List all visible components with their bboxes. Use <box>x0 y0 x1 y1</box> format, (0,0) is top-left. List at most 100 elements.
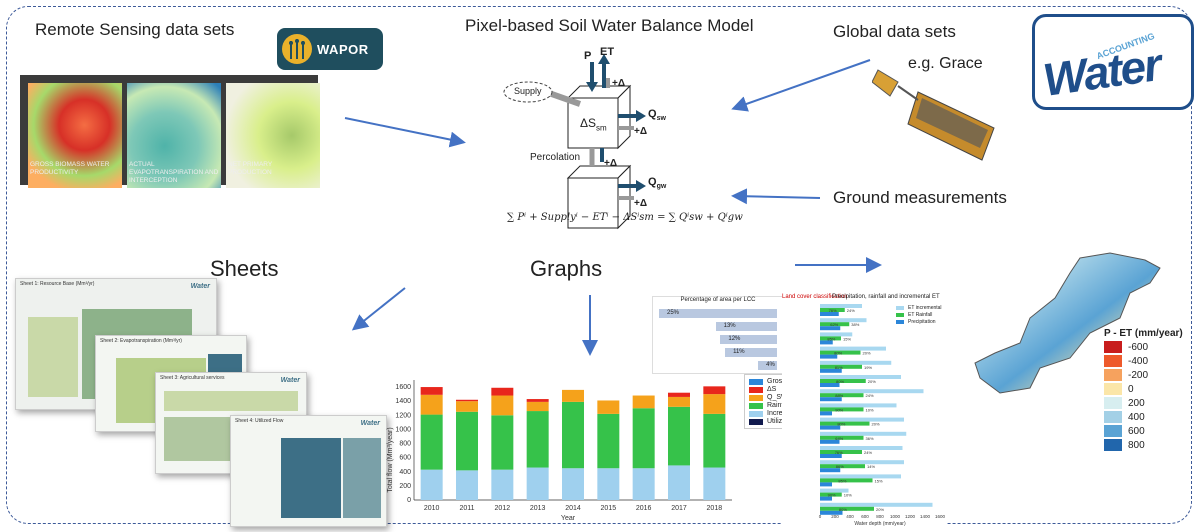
pct-label: 80% <box>836 379 844 384</box>
stacked-bar-segment <box>703 386 726 395</box>
wheat-icon <box>282 34 312 64</box>
sheet-3-logo: Water <box>280 377 300 384</box>
pct-label: 15% <box>843 336 851 341</box>
map-legend-label: -200 <box>1128 369 1149 381</box>
precip-bar <box>820 488 849 493</box>
hbar-legend-swatch <box>896 320 904 324</box>
qgw-subscript: gw <box>656 183 667 191</box>
x-tick-label: 2012 <box>495 505 511 512</box>
y-tick-label: 600 <box>399 455 411 462</box>
map-legend-item: -400 <box>1104 355 1183 367</box>
sheet-4-logo: Water <box>360 420 380 427</box>
precip-et-chart: Land cover classification Precipitation,… <box>782 292 946 528</box>
hbar-legend-label: Precipitation <box>908 319 936 325</box>
pct-label: 14% <box>867 464 875 469</box>
lcc-bar <box>720 335 777 344</box>
precip-bar <box>820 304 862 308</box>
stacked-bar-segment <box>562 468 584 500</box>
hbar-x-tick: 800 <box>876 514 884 519</box>
evapotranspiration-thumbnail <box>127 83 221 188</box>
grace-label: e.g. Grace <box>908 55 983 72</box>
remote-sensing-panel: GROSS BIOMASS WATER PRODUCTIVITY ACTUAL … <box>20 75 320 188</box>
y-tick-label: 1400 <box>395 398 411 405</box>
stacked-bar-segment <box>632 395 655 409</box>
hbar-x-tick: 1200 <box>905 514 916 519</box>
stacked-bar-segment <box>491 387 514 396</box>
et-rain-bar <box>820 393 864 398</box>
pct-label: 20% <box>863 351 871 356</box>
storage-subscript: sm <box>596 123 607 133</box>
legend-item: ΔS <box>749 386 814 393</box>
biomass-thumbnail <box>28 83 122 188</box>
et-inc-bar <box>820 326 841 331</box>
lcc-bar-value: 11% <box>733 349 745 355</box>
stacked-bar-segment <box>562 389 584 402</box>
qgw-symbol: Q <box>648 176 657 188</box>
y-tick-label: 1600 <box>395 384 411 391</box>
et-inc-bar <box>820 411 832 416</box>
storage-symbol: ΔS <box>580 116 597 130</box>
precip-bar <box>820 332 853 337</box>
hbar-legend-item: ET Rainfall <box>896 312 942 318</box>
legend-swatch <box>749 394 763 401</box>
hbar-x-tick: 400 <box>846 514 854 519</box>
pct-label: 80% <box>839 507 847 512</box>
lcc-bar <box>758 361 777 370</box>
map-legend-label: 800 <box>1128 439 1145 451</box>
et-rain-bar <box>820 506 874 511</box>
lcc-bar-value: 25% <box>667 310 680 316</box>
et-inc-bar <box>820 340 833 345</box>
hbar-legend-item: Precipitation <box>896 319 942 325</box>
remote-sensing-heading: Remote Sensing data sets <box>35 20 235 39</box>
map-legend-swatch <box>1104 411 1122 423</box>
pct-label: 85% <box>838 478 846 483</box>
et-inc-bar <box>820 510 843 515</box>
map-legend-label: 0 <box>1128 383 1134 395</box>
stacked-bar-segment <box>456 401 478 412</box>
lcc-bar <box>725 348 777 357</box>
hbar-legend-swatch <box>896 306 904 310</box>
stacked-bar-segment <box>420 414 443 470</box>
sheet-4-block <box>343 438 381 518</box>
legend-swatch <box>749 410 763 417</box>
soil-water-balance-diagram <box>503 54 646 230</box>
stacked-bar-segment <box>668 396 690 407</box>
precip-bar <box>820 403 897 408</box>
pct-label: 10% <box>866 407 874 412</box>
stacked-ylabel: Total flow (Mm³/year) <box>387 427 394 492</box>
stacked-bar-segment <box>668 392 690 397</box>
map-legend-item: 0 <box>1104 383 1183 395</box>
stacked-bar-segment <box>668 406 690 466</box>
outer-frame <box>6 6 1192 524</box>
pct-label: 64% <box>835 436 843 441</box>
et-inc-bar <box>820 482 832 487</box>
pct-label: 81% <box>835 365 843 370</box>
map-legend-swatch <box>1104 425 1122 437</box>
x-tick-label: 2018 <box>707 505 723 512</box>
et-inc-bar <box>820 368 842 373</box>
delta-bottom-label: +Δ <box>634 198 648 209</box>
hbar-legend-label: ET incremental <box>908 305 942 311</box>
stacked-bar-segment <box>456 470 478 500</box>
lcc-bar-value: 4% <box>766 362 775 368</box>
x-tick-label: 2011 <box>459 505 474 512</box>
lcc-bar-value: 13% <box>723 323 736 329</box>
water-accounting-logo: Water ACCOUNTING <box>1032 14 1194 110</box>
sheet-2-title: Sheet 2: Evapotranspiration (Mm³/yr) <box>100 338 182 344</box>
map-legend-item: -200 <box>1104 369 1183 381</box>
map-legend-swatch <box>1104 383 1122 395</box>
hbar-legend-label: ET Rainfall <box>908 312 933 318</box>
stacked-bar-segment <box>703 394 726 414</box>
hbar-x-tick: 0 <box>819 514 822 519</box>
hbar-x-tick: 200 <box>831 514 839 519</box>
et-rain-bar <box>820 308 845 312</box>
legend-swatch <box>749 402 763 409</box>
lcc-subtitle: Land cover classification <box>782 294 848 300</box>
pct-label: 20% <box>876 507 884 512</box>
map-legend-title: P - ET (mm/year) <box>1104 328 1183 339</box>
precip-bar <box>820 417 904 422</box>
balance-equation: ∑ Pⁱ + Supplyⁱ − ETⁱ − ΔSⁱsm = ∑ Qⁱsw + … <box>507 212 743 223</box>
et-inc-bar <box>820 439 840 444</box>
legend-swatch <box>749 378 763 385</box>
x-tick-label: 2013 <box>530 505 546 512</box>
